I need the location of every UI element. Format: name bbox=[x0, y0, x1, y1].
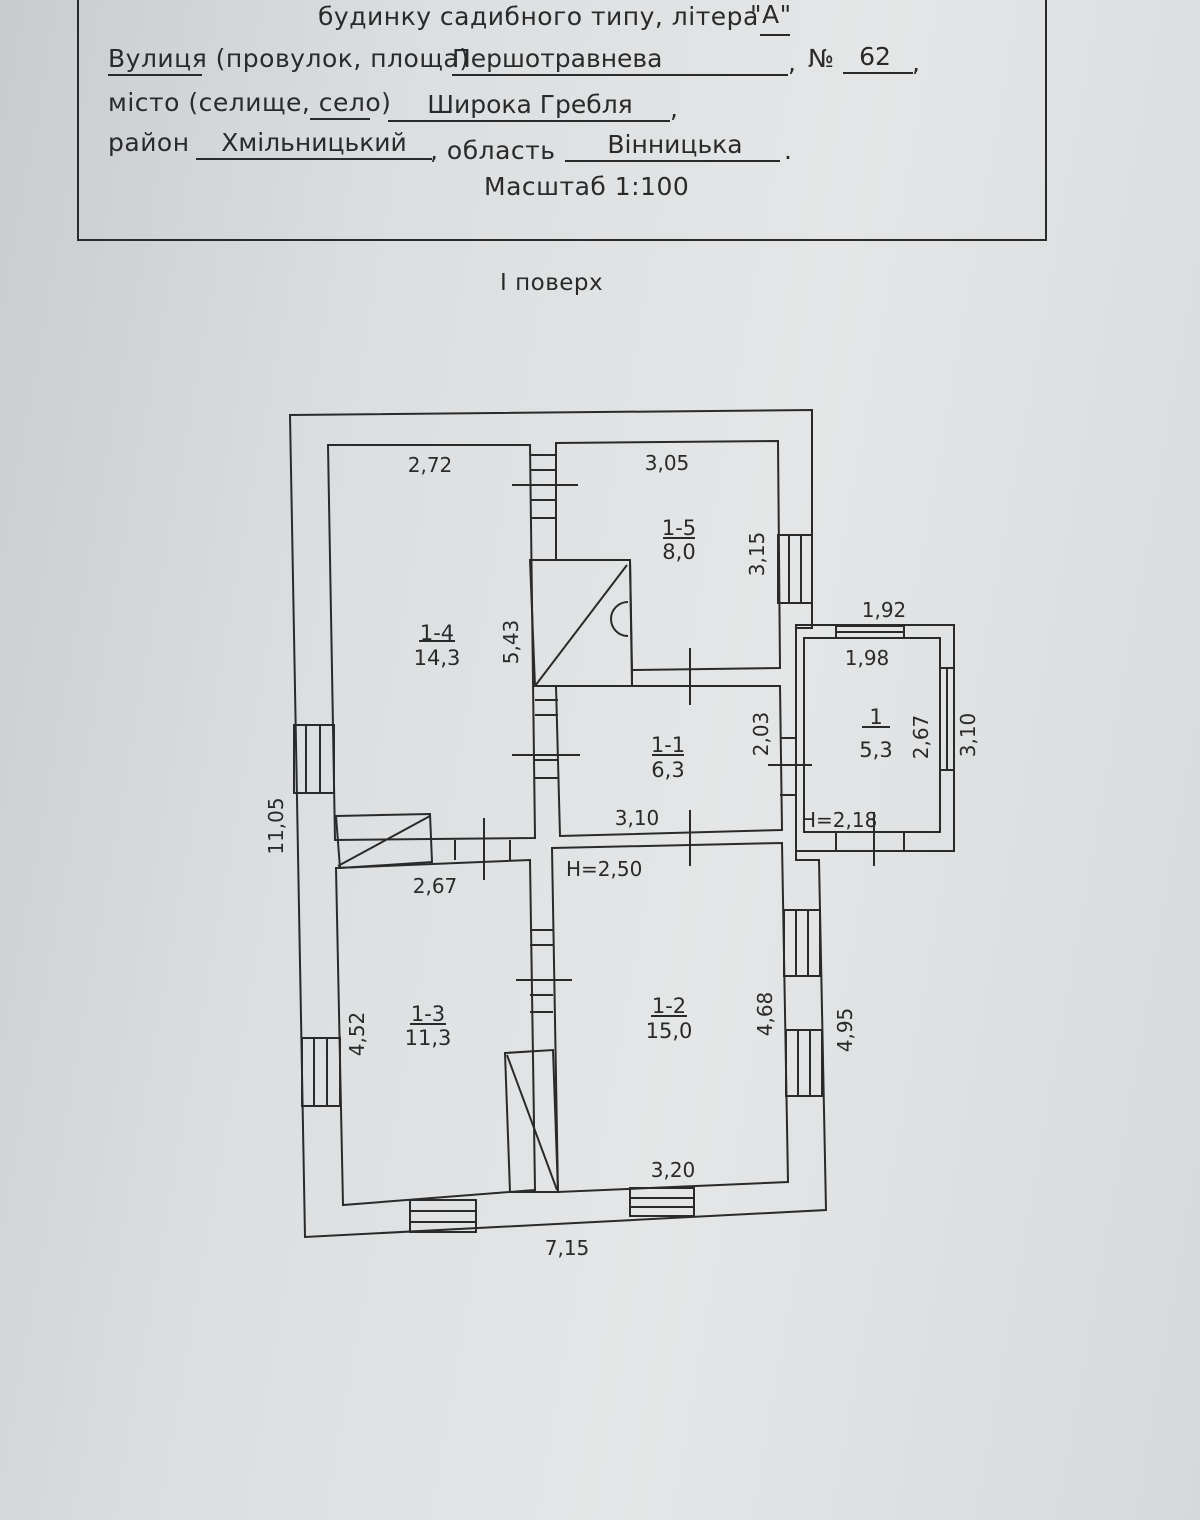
dim-2-03: 2,03 bbox=[749, 712, 773, 757]
height-main: H=2,50 bbox=[566, 857, 642, 881]
dim-2-72: 2,72 bbox=[408, 453, 453, 477]
region-label: , область bbox=[430, 136, 556, 165]
room-1-2-area: 15,0 bbox=[646, 1019, 693, 1043]
dim-7-15: 7,15 bbox=[545, 1236, 590, 1260]
height-annex: H=2,18 bbox=[801, 808, 877, 832]
room-1-2-number: 1-2 bbox=[652, 994, 686, 1018]
room-1-5-area: 8,0 bbox=[662, 540, 695, 564]
floor-label: І поверх bbox=[500, 270, 604, 296]
cupboard-block bbox=[503, 1048, 560, 1193]
district-value: Хмільницький bbox=[221, 128, 407, 157]
dim-5-43: 5,43 bbox=[499, 620, 523, 665]
street-value: Першотравнева bbox=[452, 44, 663, 73]
region-value: Вінницька bbox=[607, 130, 743, 159]
dim-3-05: 3,05 bbox=[645, 451, 690, 475]
city-value: Широка Гребля bbox=[427, 90, 633, 119]
scale-label: Масштаб 1:100 bbox=[484, 172, 690, 201]
room-1-1-area: 6,3 bbox=[651, 758, 684, 782]
dim-3-15: 3,15 bbox=[745, 532, 769, 577]
number-label: № bbox=[808, 44, 835, 73]
room-1-1-number: 1-1 bbox=[651, 733, 685, 757]
room-1-4-wall bbox=[326, 444, 537, 842]
window-group bbox=[293, 534, 955, 1233]
dim-1-92: 1,92 bbox=[862, 598, 907, 622]
building-letter: "А" bbox=[750, 0, 792, 29]
header-frame bbox=[77, 0, 1047, 241]
city-label: місто (селище, село) bbox=[108, 88, 392, 117]
room-1-4-area: 14,3 bbox=[414, 646, 461, 670]
district-label: район bbox=[108, 128, 190, 157]
room-1-5-number: 1-5 bbox=[662, 516, 696, 540]
room-1-1-wall bbox=[554, 685, 784, 838]
dim-3-10-annex: 3,10 bbox=[956, 713, 980, 758]
dim-11-05: 11,05 bbox=[264, 797, 288, 854]
street-label: Вулиця (провулок, площа) bbox=[108, 44, 470, 73]
dim-1-98: 1,98 bbox=[845, 646, 890, 670]
number-value: 62 bbox=[859, 42, 891, 71]
room-1-3-number: 1-3 bbox=[411, 1002, 445, 1026]
annex-room-number: 1 bbox=[869, 705, 882, 729]
room-1-4-number: 1-4 bbox=[420, 621, 454, 645]
dim-4-52: 4,52 bbox=[345, 1012, 369, 1057]
document-title: будинку садибного типу, літера bbox=[318, 2, 759, 31]
room-1-3-area: 11,3 bbox=[405, 1026, 452, 1050]
dim-2-67-annex: 2,67 bbox=[909, 715, 933, 760]
dim-3-10: 3,10 bbox=[615, 806, 660, 830]
dim-4-95: 4,95 bbox=[833, 1008, 857, 1053]
dim-2-67: 2,67 bbox=[413, 874, 458, 898]
room-1-2-wall bbox=[550, 841, 790, 1194]
dim-4-68: 4,68 bbox=[753, 992, 777, 1037]
annex-room-area: 5,3 bbox=[859, 738, 892, 762]
outer-wall bbox=[288, 408, 828, 1239]
dim-3-20: 3,20 bbox=[651, 1158, 696, 1182]
